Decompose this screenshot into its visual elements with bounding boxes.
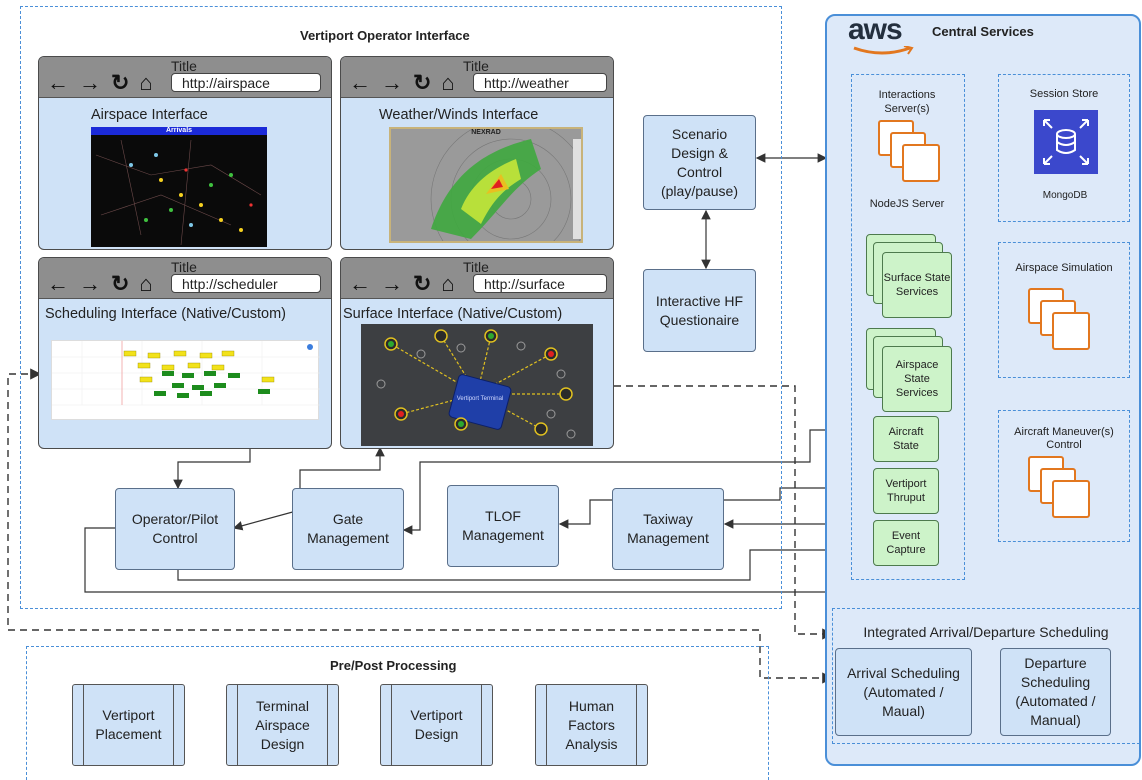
database-icon: [1043, 119, 1089, 165]
airspace-interface-label: Airspace Interface: [91, 107, 208, 123]
surface-interface-label: Surface Interface (Native/Custom): [343, 306, 563, 322]
radar-caption: Arrivals: [165, 127, 193, 134]
nav-icons[interactable]: ←→↻⌂: [349, 70, 465, 95]
gate-management-box[interactable]: Gate Management: [292, 488, 404, 570]
radar-tracks: [95, 139, 262, 246]
arrival-scheduling-box[interactable]: Arrival Scheduling (Automated / Maual): [835, 648, 972, 736]
mongodb-label: MongoDB: [1042, 190, 1088, 201]
airspace-state-services-box[interactable]: Airspace State Services: [882, 346, 952, 412]
maneuver-control-label: Aircraft Maneuver(s) Control: [1014, 426, 1114, 451]
nav-icons[interactable]: ←→↻⌂: [47, 70, 163, 95]
vertiport-placement-box[interactable]: Vertiport Placement: [72, 684, 185, 766]
airspace-radar-image: Arrivals: [91, 127, 267, 247]
pre-post-processing-section: [26, 646, 769, 780]
aws-logo: aws: [848, 12, 918, 55]
event-capture-box[interactable]: Event Capture: [873, 520, 939, 566]
vertiport-thruput-box[interactable]: Vertiport Thruput: [873, 468, 939, 514]
airspace-simulation-group: [998, 242, 1130, 378]
weather-browser-window: Title ←→↻⌂ http://weather Weather/Winds …: [340, 56, 614, 250]
maneuver-control-group: [998, 410, 1130, 542]
pre-post-processing-title: Pre/Post Processing: [330, 658, 457, 673]
scheduling-interface-label: Scheduling Interface (Native/Custom): [45, 306, 286, 322]
server-stack-icon: [878, 120, 954, 196]
central-services-title: Central Services: [932, 24, 1034, 39]
weather-interface-label: Weather/Winds Interface: [379, 107, 539, 123]
human-factors-analysis-box[interactable]: Human Factors Analysis: [535, 684, 648, 766]
weather-overlay: [430, 129, 581, 241]
tlof-management-box[interactable]: TLOF Management: [447, 485, 559, 567]
nav-icons[interactable]: ←→↻⌂: [47, 271, 163, 296]
operator-pilot-control-box[interactable]: Operator/Pilot Control: [115, 488, 235, 570]
browser-title: Title: [171, 58, 197, 74]
operator-interface-title: Vertiport Operator Interface: [300, 28, 470, 43]
browser-title: Title: [463, 259, 489, 275]
session-store-label: Session Store: [1029, 88, 1099, 100]
simulation-stack-icon: [1028, 288, 1104, 364]
session-store-group: [998, 74, 1130, 222]
aircraft-state-box[interactable]: Aircraft State: [873, 416, 939, 462]
weather-caption: NEXRAD: [471, 129, 501, 136]
airspace-browser-window: Title ←→↻⌂ http://airspace Airspace Inte…: [38, 56, 332, 250]
weather-radar-image: NEXRAD: [389, 127, 583, 243]
scenario-design-control-box[interactable]: Scenario Design & Control (play/pause): [643, 115, 756, 210]
terminal-airspace-design-box[interactable]: Terminal Airspace Design: [226, 684, 339, 766]
aws-logo-text: aws: [848, 13, 903, 46]
integrated-scheduling-group: [832, 608, 1140, 744]
departure-scheduling-box[interactable]: Departure Scheduling (Automated / Manual…: [1000, 648, 1111, 736]
integrated-scheduling-title: Integrated Arrival/Departure Scheduling: [863, 624, 1109, 640]
operator-interface-section: [20, 6, 782, 609]
airspace-simulation-label: Airspace Simulation: [1015, 262, 1113, 274]
gantt-bars: [52, 341, 320, 406]
nav-icons[interactable]: ←→↻⌂: [349, 271, 465, 296]
taxiway-management-box[interactable]: Taxiway Management: [612, 488, 724, 570]
url-bar[interactable]: http://weather: [473, 73, 607, 92]
browser-title: Title: [171, 259, 197, 275]
maneuver-stack-icon: [1028, 456, 1104, 532]
scheduler-browser-window: Title ←→↻⌂ http://scheduler Scheduling I…: [38, 257, 332, 449]
vertiport-design-box[interactable]: Vertiport Design: [380, 684, 493, 766]
url-bar[interactable]: http://surface: [473, 274, 607, 293]
url-bar[interactable]: http://airspace: [171, 73, 321, 92]
surface-map-image: Vertiport Terminal: [361, 324, 593, 446]
interactions-server-group: [851, 74, 965, 580]
scheduling-chart-image: [51, 340, 320, 420]
aws-smile-icon: [853, 46, 914, 55]
vertiport-map: Vertiport Terminal: [376, 329, 576, 439]
mongodb-icon: [1034, 110, 1098, 174]
interactions-server-label: Interactions Server(s): [878, 89, 936, 115]
nodejs-server-label: NodeJS Server: [869, 198, 945, 210]
vertiport-terminal-label: Vertiport Terminal: [457, 396, 504, 402]
surface-state-services-box[interactable]: Surface State Services: [882, 252, 952, 318]
surface-browser-window: Title ←→↻⌂ http://surface Surface Interf…: [340, 257, 614, 449]
url-bar[interactable]: http://scheduler: [171, 274, 321, 293]
hf-questionnaire-box[interactable]: Interactive HF Questionaire: [643, 269, 756, 352]
browser-title: Title: [463, 58, 489, 74]
